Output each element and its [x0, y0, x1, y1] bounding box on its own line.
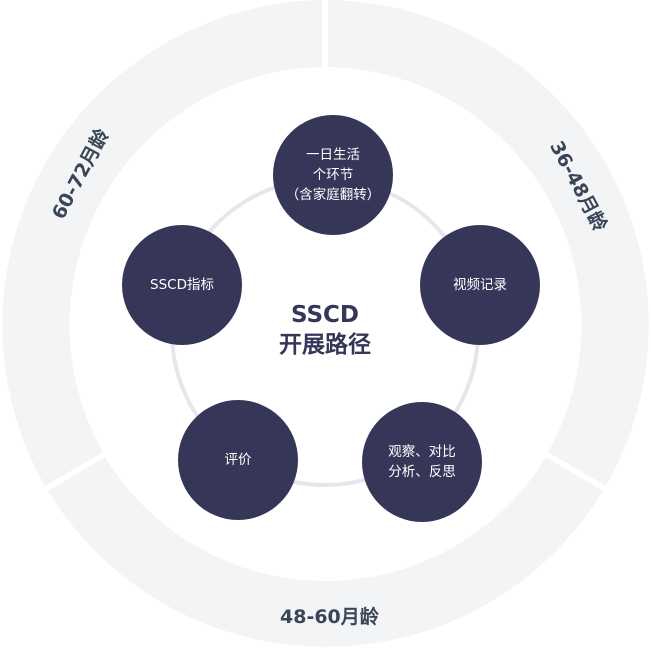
step-video-record: 视频记录 — [420, 225, 540, 345]
ring-segment-60-72 — [2, 0, 322, 486]
ring-segment-36-48 — [328, 0, 649, 486]
age-label-48-60: 48-60月龄 — [280, 606, 379, 628]
step-daily-life: 一日生活 个环节 （含家庭翻转） — [273, 115, 393, 235]
step-sscd-indicators: SSCD指标 — [122, 225, 242, 345]
step-evaluation: 评价 — [178, 400, 298, 520]
ring-segment-48-60 — [48, 457, 603, 647]
center-title-line2: 开展路径 — [279, 332, 371, 358]
center-title: SSCD 开展路径 — [225, 300, 425, 360]
center-title-line1: SSCD — [290, 302, 360, 328]
step-observe-reflect: 观察、对比 分析、反思 — [362, 402, 482, 522]
